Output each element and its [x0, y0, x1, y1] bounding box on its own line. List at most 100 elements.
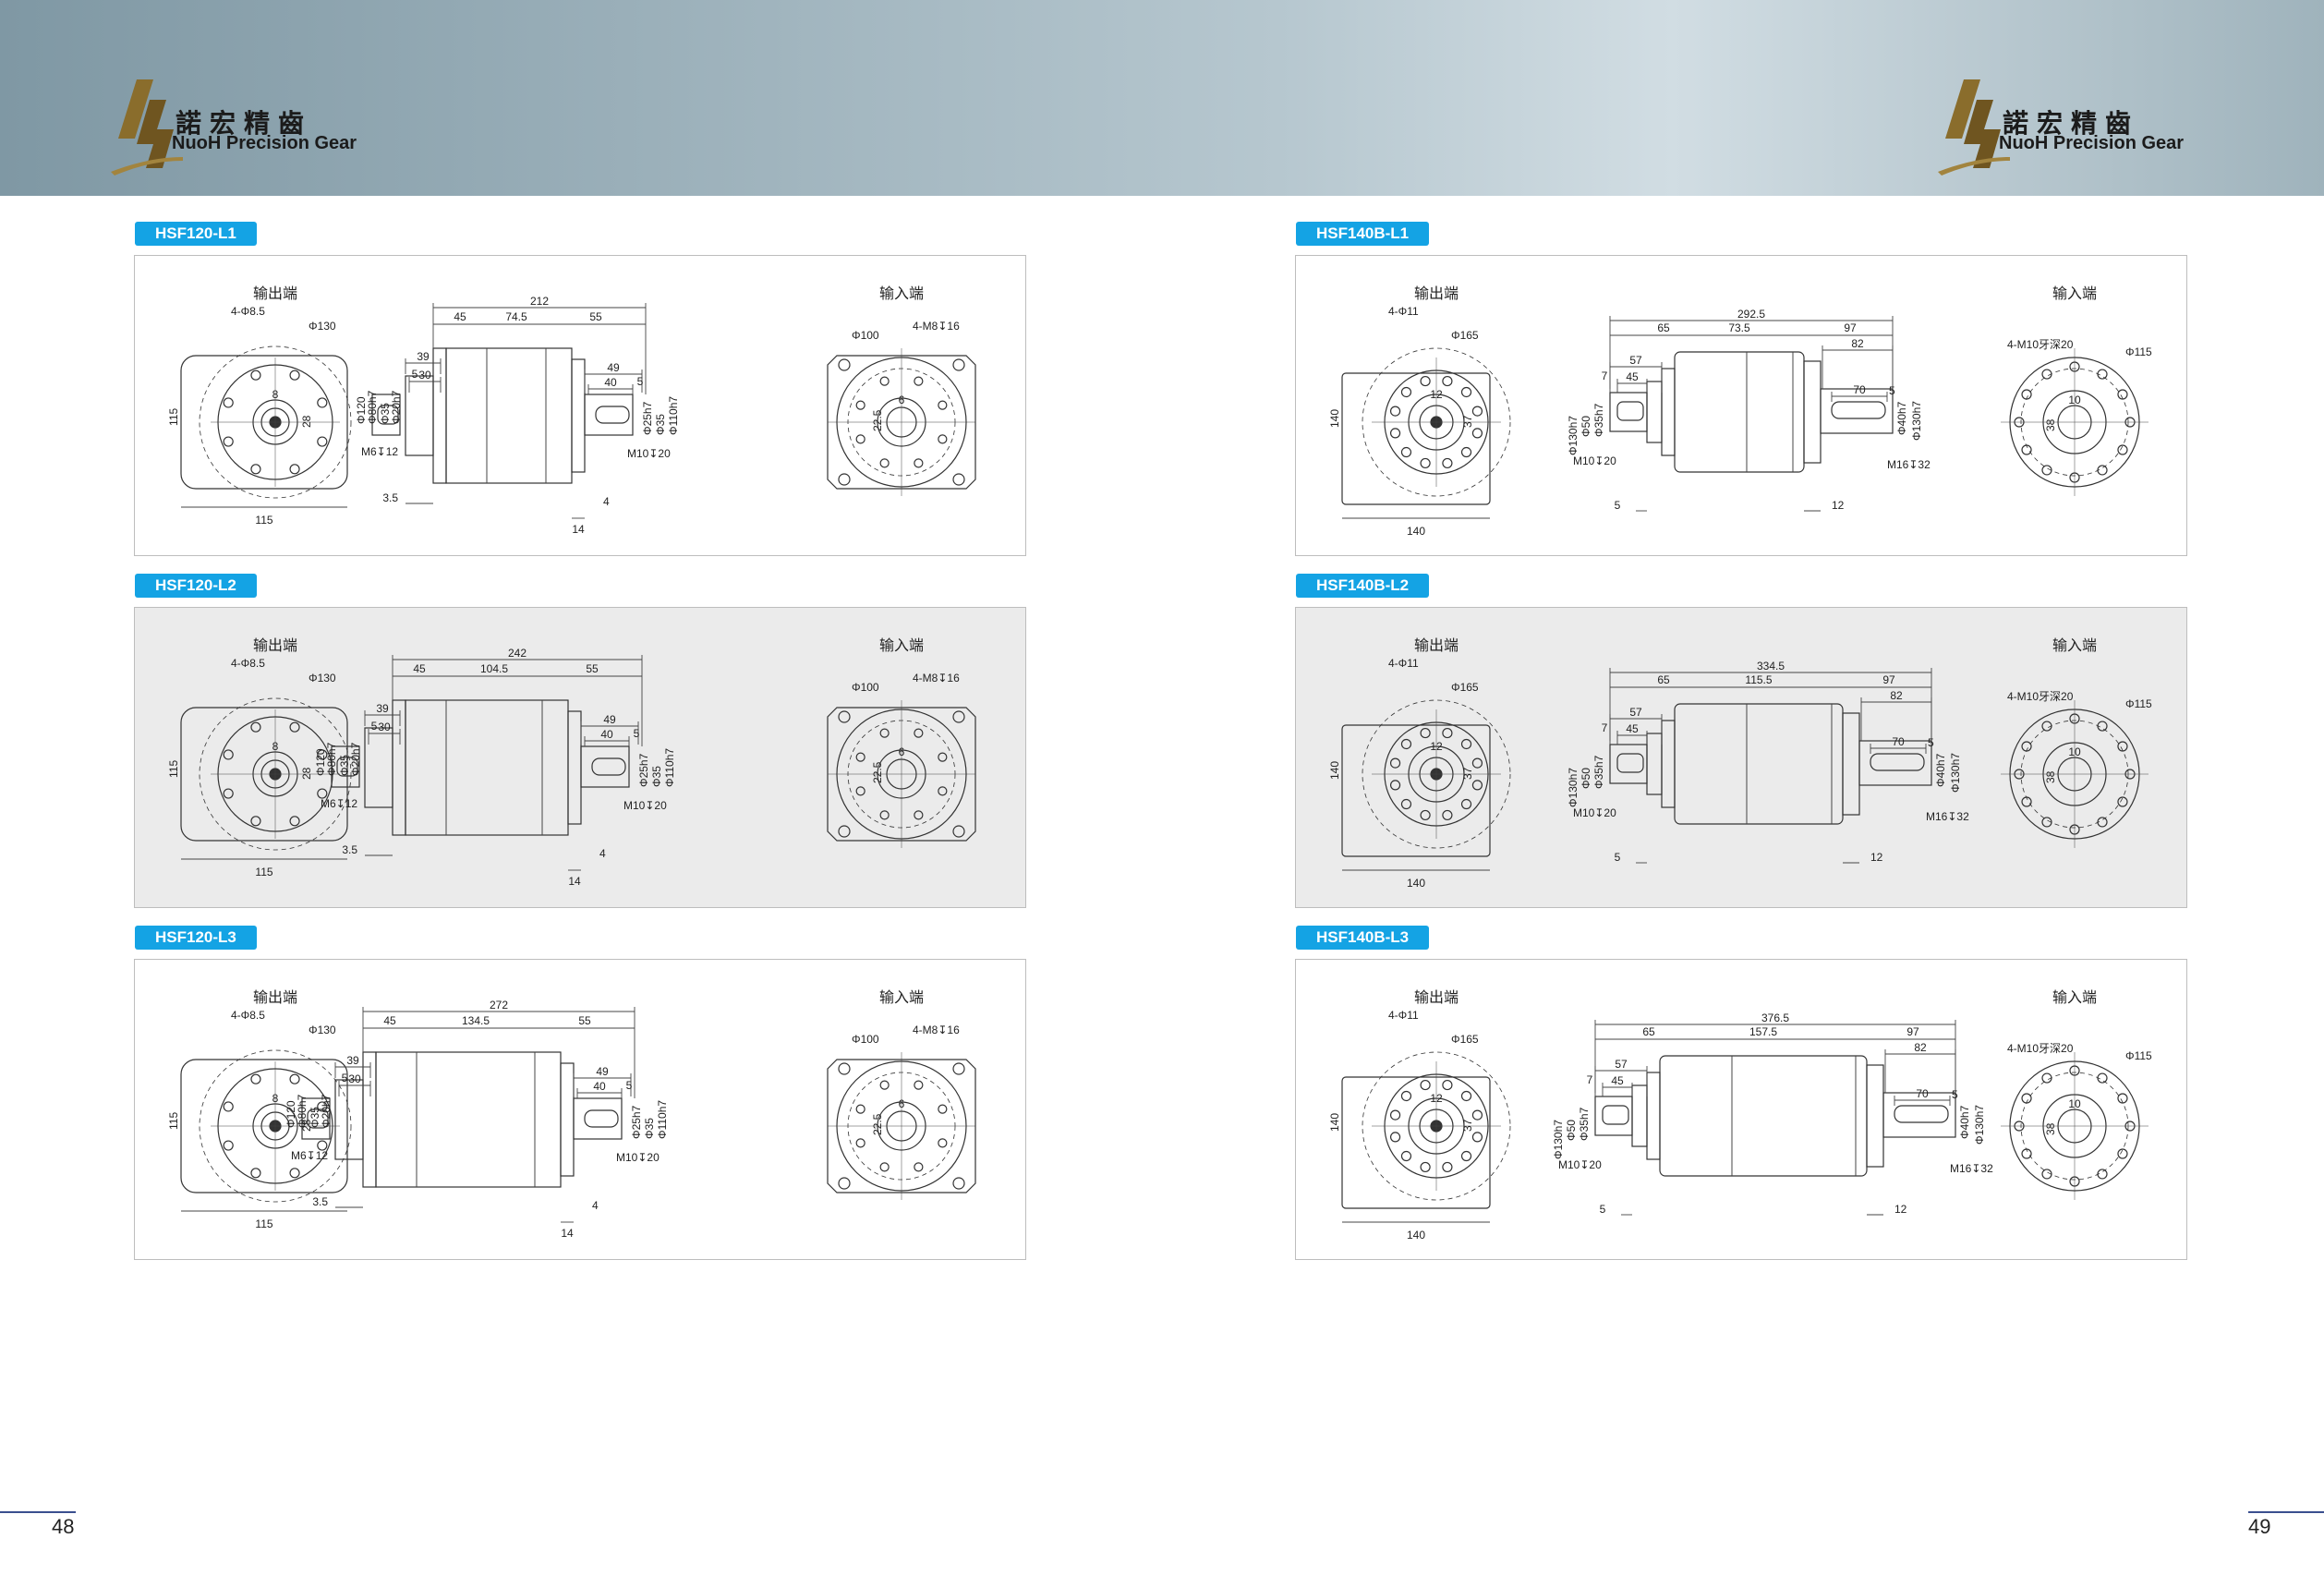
output-shaft — [1820, 388, 1894, 434]
dimension-label: Φ35 — [379, 403, 392, 424]
dimension-label: Φ25h7 — [637, 753, 650, 787]
bolt-hole — [1460, 386, 1472, 398]
mount-hole — [952, 473, 965, 486]
bolt-hole — [223, 749, 234, 760]
pcd-label: Φ100 — [852, 329, 879, 342]
hole-spec-label: 4-M8↧16 — [913, 1024, 960, 1036]
bolt-hole — [1389, 406, 1401, 417]
bolt-hole — [1400, 1150, 1412, 1162]
keyway — [1602, 1105, 1629, 1125]
pcd-label: Φ115 — [2125, 345, 2152, 358]
dimension-label: 28 — [300, 1119, 313, 1132]
model-tag: HSF140B-L2 — [1296, 574, 1430, 598]
output-flange — [1866, 1064, 1884, 1168]
dimension-label: 376.5 — [1761, 1012, 1789, 1024]
dimension-label: Φ110h7 — [663, 748, 676, 787]
dimension-label: 5 — [634, 727, 640, 740]
bolt-hole — [1460, 738, 1472, 750]
dimension-label: 5 — [1615, 851, 1621, 864]
input-flange — [827, 707, 976, 842]
dimension-label: Φ80h7 — [296, 1094, 309, 1128]
hole-spec-label: 4-Φ11 — [1388, 1009, 1419, 1022]
dimension-label: M10↧20 — [1558, 1158, 1602, 1171]
flange-square — [180, 355, 348, 490]
bolt-hole — [2041, 721, 2052, 732]
bolt-hole — [938, 752, 948, 762]
bolt-hole — [289, 464, 300, 475]
output-shaft — [573, 1097, 623, 1140]
dimension-label: M10↧20 — [616, 1151, 660, 1164]
bolt-hole — [938, 1138, 948, 1148]
hole-spec-label: 4-Φ8.5 — [231, 305, 265, 318]
pcd-circle — [1362, 1051, 1511, 1201]
dimension-label: 5 — [1928, 736, 1934, 749]
output-shaft — [580, 745, 630, 788]
bolt-hole — [289, 369, 300, 381]
dimension-label: 5 — [1889, 384, 1895, 397]
dimension-label: 70 — [1892, 735, 1905, 748]
bolt-hole — [938, 1104, 948, 1114]
output-flange — [567, 710, 582, 825]
input-end-label: 输入端 — [879, 285, 924, 302]
dimension-label: 22.5 — [871, 761, 884, 783]
bolt-hole — [289, 1168, 300, 1179]
dimension-label: 30 — [418, 369, 431, 382]
bolt-hole — [2021, 796, 2032, 807]
pcd-circle — [1362, 347, 1511, 497]
dimension-label: 5 — [637, 375, 644, 388]
dimension-label: 37 — [1461, 1119, 1474, 1132]
flange-square — [1341, 372, 1491, 505]
input-end-label: 输入端 — [879, 988, 924, 1006]
hole-spec-label: 4-Φ11 — [1388, 305, 1419, 318]
bolt-hole — [289, 721, 300, 733]
pcd-circle — [199, 1049, 352, 1203]
hole-spec-label: 4-Φ11 — [1388, 657, 1419, 670]
output-shaft — [1858, 740, 1932, 786]
mount-hole — [838, 1177, 851, 1190]
dimension-label: 30 — [348, 1072, 361, 1085]
input-adapter — [364, 727, 393, 808]
mount-hole — [838, 358, 851, 371]
dimension-label: M10↧20 — [623, 799, 667, 812]
dimension-label: 115 — [167, 1112, 180, 1130]
dimension-label: 12 — [1832, 499, 1845, 512]
page-number-left: 48 — [52, 1515, 75, 1538]
bolt-hole — [1442, 1079, 1453, 1091]
bolt-hole — [1471, 1132, 1483, 1143]
dimension-label: Φ40h7 — [1958, 1105, 1971, 1139]
dimension-label: 14 — [572, 523, 585, 536]
bolt-hole — [2097, 817, 2108, 828]
pcd-label: Φ115 — [2125, 697, 2152, 710]
dimension-label: 140 — [1328, 1113, 1341, 1132]
dimension-label: 45 — [1611, 1074, 1624, 1087]
bolt-hole — [289, 1073, 300, 1084]
output-end-label: 输出端 — [253, 285, 297, 302]
pcd-label: Φ130 — [309, 320, 336, 333]
dimension-label: 140 — [1407, 877, 1425, 890]
dimension-label: 73.5 — [1728, 321, 1750, 334]
brand-name-cn: 諾宏精齒 — [2003, 108, 2140, 139]
dimension-label: 4 — [603, 495, 610, 508]
input-flange — [827, 355, 976, 490]
bolt-hole — [223, 397, 234, 408]
dimension-label: 12 — [1870, 851, 1883, 864]
flange-step — [362, 1051, 377, 1188]
gear-housing — [375, 1051, 562, 1188]
dimension-label: 6 — [899, 1097, 905, 1110]
bolt-hole — [2041, 1072, 2052, 1084]
dimension-label: 22.5 — [871, 409, 884, 431]
dimension-label: 12 — [1430, 1092, 1443, 1105]
dimension-label: 45 — [1626, 370, 1639, 383]
dimension-label: 12 — [1430, 388, 1443, 401]
dimension-label: 8 — [272, 740, 279, 753]
dimension-label: 70 — [1916, 1087, 1929, 1100]
mount-hole — [838, 825, 851, 838]
flange-step — [432, 347, 447, 484]
